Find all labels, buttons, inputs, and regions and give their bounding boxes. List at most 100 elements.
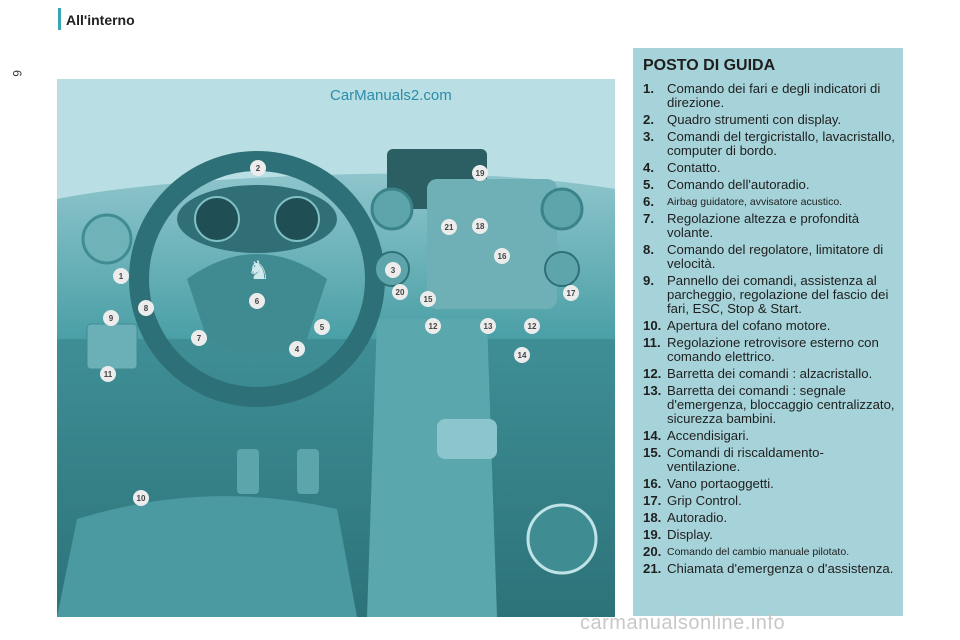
svg-text:6: 6 [255, 297, 260, 306]
legend-item-number: 21. [643, 561, 662, 576]
left-switch-panel [86, 323, 138, 370]
callout-2: 2 [250, 160, 266, 176]
legend-item-text: Barretta dei comandi : alzacristallo. [667, 366, 873, 381]
svg-text:1: 1 [119, 272, 124, 281]
watermark-bottom: carmanualsonline.info [580, 612, 786, 634]
legend-item-text: Autoradio. [667, 510, 728, 525]
svg-text:7: 7 [197, 334, 202, 343]
legend-item: 17. Grip Control. [643, 494, 897, 508]
svg-text:20: 20 [396, 288, 405, 297]
callout-12-right: 12 [524, 318, 540, 334]
cup-holder [437, 419, 497, 459]
svg-text:8: 8 [144, 304, 149, 313]
svg-text:12: 12 [429, 322, 438, 331]
center-vent-right [540, 187, 584, 231]
callout-9: 9 [103, 310, 119, 326]
legend-item-number: 18. [643, 510, 662, 525]
warning-symbol-icon [526, 503, 598, 575]
legend-item-number: 10. [643, 318, 662, 333]
legend-item: 19.Display. [643, 528, 897, 542]
climate-knob-right [544, 251, 580, 287]
callout-16: 16 [494, 248, 510, 264]
legend-item: 7. Regolazione altezza e profondità volan… [643, 212, 897, 240]
legend-item-text: Comando del cambio manuale pilotato. [667, 546, 850, 558]
page-header-title: All'interno [66, 12, 135, 28]
legend-item: 8.Comando del regolatore, limitatore di … [643, 243, 897, 271]
svg-text:5: 5 [320, 323, 325, 332]
callout-19: 19 [472, 165, 488, 181]
legend-item-number: 17. [643, 493, 662, 508]
callout-14: 14 [514, 347, 530, 363]
legend-item: 2. Quadro strumenti con display. [643, 113, 897, 127]
legend-item-text: Barretta dei comandi : segnale d'emergen… [667, 383, 895, 426]
dashboard-drawing: ♞ 1 2 3 4 5 6 7 8 9 10 11 12 13 [57, 79, 615, 617]
legend-item: 11.Regolazione retrovisore esterno con c… [643, 336, 897, 364]
svg-text:15: 15 [424, 295, 433, 304]
legend-header: POSTO DI GUIDA [633, 48, 903, 76]
legend-item-number: 4. [643, 160, 654, 175]
legend-item-number: 12. [643, 366, 662, 381]
legend-item-number: 2. [643, 112, 654, 127]
callout-21: 21 [441, 219, 457, 235]
legend-item-text: Quadro strumenti con display. [667, 112, 842, 127]
legend-item: 1.Comando dei fari e degli indicatori di… [643, 82, 897, 110]
callout-3: 3 [385, 262, 401, 278]
legend-item-number: 15. [643, 445, 662, 460]
legend-item-number: 5. [643, 177, 654, 192]
center-vent-left [370, 187, 414, 231]
legend-item: 14.Accendisigari. [643, 429, 897, 443]
legend-panel: POSTO DI GUIDA 1.Comando dei fari e degl… [633, 48, 903, 616]
center-console [367, 319, 497, 617]
legend-item-text: Grip Control. [667, 493, 742, 508]
legend-item-text: Accendisigari. [667, 428, 750, 443]
legend-item-text: Airbag guidatore, avvisatore acustico. [667, 196, 843, 208]
legend-item-number: 3. [643, 129, 654, 144]
callout-20: 20 [392, 284, 408, 300]
svg-text:17: 17 [567, 289, 576, 298]
svg-text:16: 16 [498, 252, 507, 261]
callout-5: 5 [314, 319, 330, 335]
svg-text:21: 21 [445, 223, 454, 232]
legend-item-text: Comandi del tergicristallo, lavacristall… [667, 129, 895, 158]
legend-item: 12. Barretta dei comandi : alzacristallo. [643, 367, 897, 381]
pedal [297, 449, 319, 494]
callout-8: 8 [138, 300, 154, 316]
callout-18: 18 [472, 218, 488, 234]
legend-item: 13. Barretta dei comandi : segnale d'emer… [643, 384, 897, 426]
legend-item: 10.Apertura del cofano motore. [643, 319, 897, 333]
legend-item: 9.Pannello dei comandi, assistenza al pa… [643, 274, 897, 316]
legend-item-number: 16. [643, 476, 662, 491]
callout-13: 13 [480, 318, 496, 334]
svg-text:4: 4 [295, 345, 300, 354]
svg-text:9: 9 [109, 314, 114, 323]
legend-item-text: Vano portaoggetti. [667, 476, 774, 491]
legend-item-number: 6. [643, 194, 654, 209]
legend-item: 18. Autoradio. [643, 511, 897, 525]
legend-item-number: 9. [643, 273, 654, 288]
callout-17: 17 [563, 285, 579, 301]
legend-item: 20. Comando del cambio manuale pilotato. [643, 545, 897, 559]
legend-item: 3. Comandi del tergicristallo, lavacrista… [643, 130, 897, 158]
driver-seat [57, 496, 357, 617]
legend-item-text: Comando del regolatore, limitatore di ve… [667, 242, 884, 271]
legend-item: 5.Comando dell'autoradio. [643, 178, 897, 192]
svg-text:12: 12 [528, 322, 537, 331]
legend-item-text: Regolazione altezza e profondità volante… [667, 211, 860, 240]
legend-item-text: Regolazione retrovisore esterno con coma… [667, 335, 879, 364]
legend-item-number: 7. [643, 211, 654, 226]
svg-text:18: 18 [476, 222, 485, 231]
legend-item-number: 13. [643, 383, 662, 398]
callout-1: 1 [113, 268, 129, 284]
legend-item-text: Contatto. [667, 160, 721, 175]
callout-11: 11 [100, 366, 116, 382]
callout-15: 15 [420, 291, 436, 307]
legend-item-text: Chiamata d'emergenza o d'assistenza. [667, 561, 894, 576]
legend-list: 1.Comando dei fari e degli indicatori di… [633, 76, 903, 576]
watermark-top: CarManuals2.com [330, 87, 452, 104]
radio-panel [427, 179, 557, 309]
legend-item-number: 20. [643, 544, 662, 559]
pedal [237, 449, 259, 494]
dashboard-illustration: ♞ 1 2 3 4 5 6 7 8 9 10 11 12 13 [57, 79, 615, 617]
legend-item: 21. Chiamata d'emergenza o d'assistenza. [643, 562, 897, 576]
callout-7: 7 [191, 330, 207, 346]
